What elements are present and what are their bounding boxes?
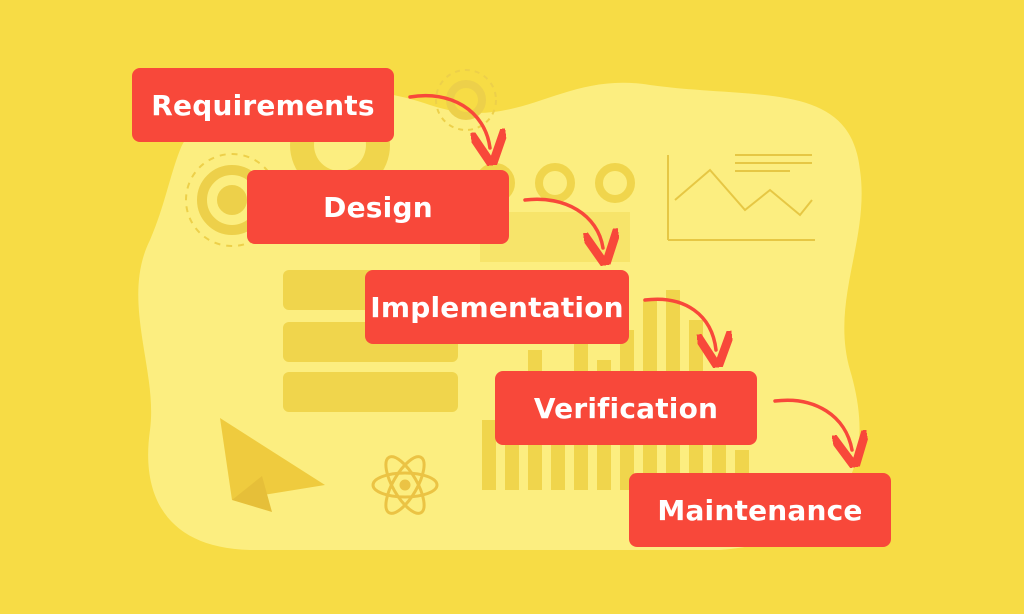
paper-plane-icon [220, 418, 325, 512]
gear-icon [446, 80, 486, 120]
step-verification: Verification [495, 371, 757, 445]
step-maintenance: Maintenance [629, 473, 891, 547]
step-implementation: Implementation [365, 270, 629, 344]
line-chart-icon [667, 154, 815, 241]
atom-icon [371, 455, 439, 515]
step-design: Design [247, 170, 509, 244]
step-requirements: Requirements [132, 68, 394, 142]
